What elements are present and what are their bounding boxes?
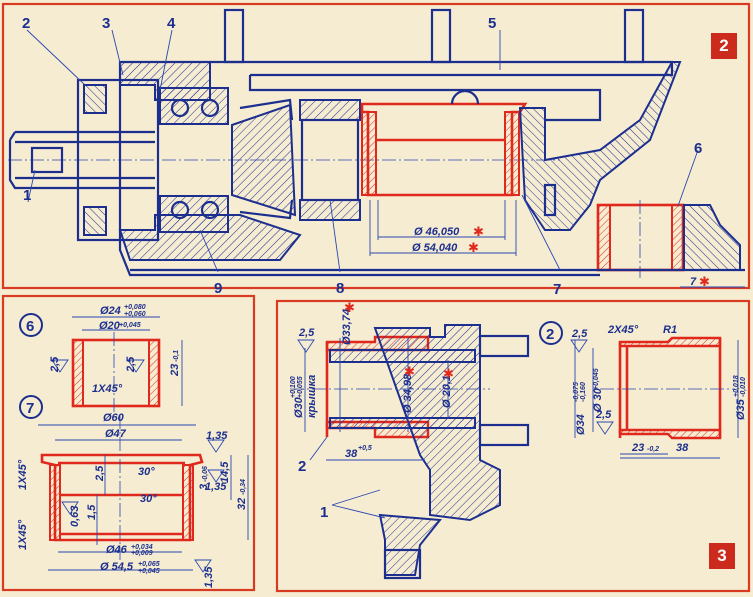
detail-6-roughness-b: 2,5	[125, 356, 137, 373]
detail-6-length: 23	[169, 364, 181, 377]
detail-7-chamfer-b: 1X45°	[17, 519, 29, 550]
callout-3: 3	[102, 15, 110, 32]
detail-7-inner-dia: Ø46	[106, 544, 128, 556]
section-3-callout-1: 1	[320, 504, 328, 521]
detail-2-inner-tol: +0,045	[593, 368, 600, 390]
detail-2-length: 38	[676, 442, 689, 454]
section-3-cover-dia: Ø30	[293, 396, 305, 418]
detail-7-height-tol: -0,34	[240, 479, 247, 495]
section-3-roughness: 2,5	[298, 327, 315, 339]
detail-7-outer-dia: Ø 54,5	[100, 561, 134, 573]
detail-7-step-height: 14,5	[219, 461, 231, 483]
panel-badge-3: 3	[709, 543, 735, 569]
section-3-length-tol: +0,5	[358, 445, 372, 452]
section-3-dia-a: Ø33,74	[341, 309, 353, 345]
detail-7-inner-tol-lower: +0,009	[131, 550, 153, 557]
detail-7-roughness-b: 1,35	[205, 481, 227, 493]
marker-star: ✱	[443, 367, 454, 382]
section-3-dia-c: Ø 20,1	[441, 375, 453, 408]
section-3-cover-label: крышка	[306, 375, 318, 418]
main-assembly	[8, 8, 745, 288]
detail-6-id: 6	[26, 318, 34, 335]
detail-7-flange-thick: 3	[198, 484, 210, 490]
detail-7-outer-tol-lower: +0,045	[138, 568, 160, 575]
callout-1: 1	[23, 187, 31, 204]
detail-7-roughness-c: 1,35	[203, 566, 215, 588]
detail-2-step-tol: -0,2	[647, 446, 659, 453]
detail-2-id: 2	[546, 326, 554, 343]
marker-star: ✱	[344, 301, 355, 316]
dim-bore-outer: Ø 54,040	[412, 242, 458, 254]
section-3-drawing	[290, 324, 530, 580]
callout-9: 9	[214, 280, 222, 297]
callout-2: 2	[22, 15, 30, 32]
detail-7-roughness-d: 0,63	[69, 506, 81, 527]
detail-2-outer-tol-lower: -0,160	[580, 382, 587, 402]
details-6-7-frame	[1, 294, 256, 592]
detail-7-chamfer-a: 1X45°	[17, 459, 29, 490]
detail-2-right-tol-lower: -0,010	[740, 377, 747, 397]
detail-6-outer-tol-lower: +0,060	[124, 311, 146, 318]
detail-7-angle-b: 30°	[140, 493, 157, 505]
detail-7-id: 7	[26, 400, 34, 417]
section-3-cover-tol-lower: +0,055	[297, 376, 304, 398]
detail-7-angle-a: 30°	[138, 466, 155, 478]
detail-2-right-tol-upper: +0,018	[733, 375, 740, 397]
detail-2-step-len: 23	[631, 442, 644, 454]
detail-2-roughness-a: 2,5	[571, 328, 588, 340]
marker-star: ✱	[404, 365, 415, 380]
detail-2-outer-tol-upper: -0,075	[573, 382, 580, 402]
detail-6-outer-tol-upper: +0,080	[124, 304, 146, 311]
detail-2-outer-dia: Ø34	[575, 414, 587, 435]
detail-6-chamfer: 1X45°	[92, 383, 123, 395]
detail-7-height: 32	[236, 498, 248, 510]
detail-6-inner-dia: Ø20	[99, 320, 121, 332]
marker-star: ✱	[468, 241, 479, 256]
detail-7-outer-tol-upper: +0,065	[138, 561, 160, 568]
detail-7-groove-depth: 2,5	[94, 465, 106, 482]
detail-7-flange-thick-tol: -0,06	[202, 466, 209, 482]
detail-7-flange-dia: Ø60	[103, 412, 125, 424]
detail-2-inner-dia: Ø 30	[592, 387, 604, 412]
detail-6-drawing	[19, 313, 183, 415]
marker-star: ✱	[699, 275, 710, 290]
callout-7: 7	[553, 281, 561, 298]
callout-5: 5	[488, 15, 496, 32]
detail-2-chamfer: 2X45°	[607, 324, 639, 336]
section-3-dia-b: Ø 34,98	[402, 373, 414, 413]
callout-8: 8	[336, 280, 344, 297]
callout-4: 4	[167, 15, 176, 32]
detail-7-roughness-a: 1,35	[206, 430, 228, 442]
detail-7-inner-top-dia: Ø47	[105, 428, 127, 440]
detail-2-radius: R1	[663, 324, 677, 336]
dim-bore-inner: Ø 46,050	[414, 226, 460, 238]
panel-badge-2: 2	[711, 33, 737, 59]
callout-6: 6	[694, 140, 702, 157]
marker-star: ✱	[473, 225, 484, 240]
section-3-frame	[275, 299, 751, 593]
detail-6-roughness-a: 2,5	[49, 356, 61, 373]
section-3-length: 38	[345, 448, 358, 460]
detail-6-inner-tol: +0,045	[119, 322, 141, 329]
detail-2-roughness-b: 2,5	[595, 409, 612, 421]
detail-2-drawing	[539, 321, 739, 459]
detail-6-length-tol: -0,1	[173, 350, 180, 362]
main-assembly-frame	[1, 2, 751, 290]
detail-6-outer-dia: Ø24	[100, 305, 121, 317]
detail-7-groove-lower: 1,5	[86, 504, 98, 520]
detail-7-inner-tol-upper: +0,034	[131, 544, 153, 551]
detail-7-drawing	[19, 395, 249, 573]
detail-2-right-dia: Ø35	[735, 398, 747, 420]
section-3-cover-tol-upper: +0,100	[290, 376, 297, 398]
section-3-callout-2: 2	[298, 458, 306, 475]
dim-step: 7	[690, 276, 697, 288]
